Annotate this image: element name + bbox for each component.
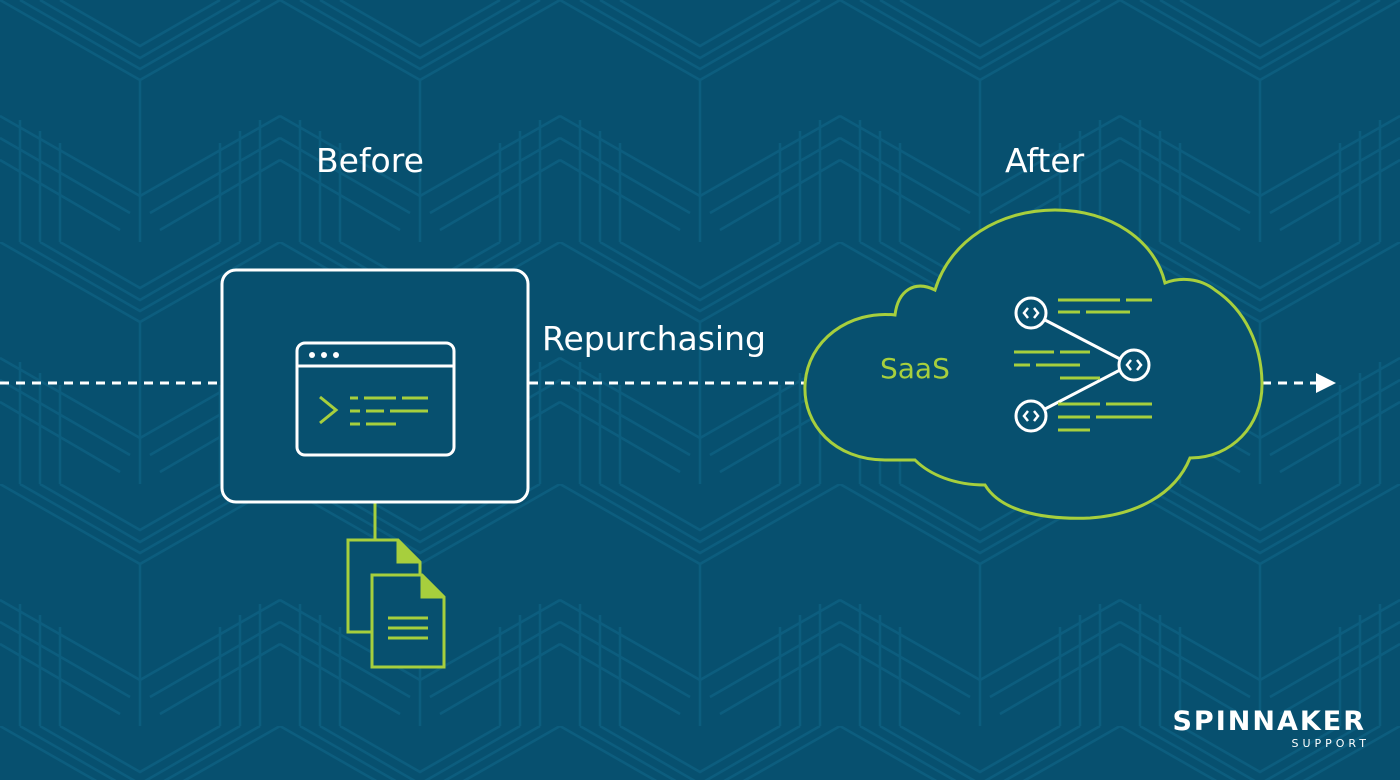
before-label: Before bbox=[316, 141, 424, 180]
documents-icon bbox=[346, 538, 446, 669]
cloud-icon bbox=[803, 208, 1264, 520]
network-nodes-icon bbox=[1014, 296, 1152, 433]
process-label: Repurchasing bbox=[542, 319, 766, 358]
brand-logo: SPINNAKER SUPPORT bbox=[1172, 707, 1366, 751]
brand-name: SPINNAKER bbox=[1172, 706, 1366, 737]
terminal-window-icon bbox=[295, 341, 456, 457]
application-box bbox=[220, 268, 530, 504]
saas-label: SaaS bbox=[880, 352, 950, 385]
after-label: After bbox=[1005, 141, 1085, 180]
brand-tagline: SUPPORT bbox=[1291, 737, 1370, 750]
arrow-right-icon bbox=[1316, 373, 1336, 393]
